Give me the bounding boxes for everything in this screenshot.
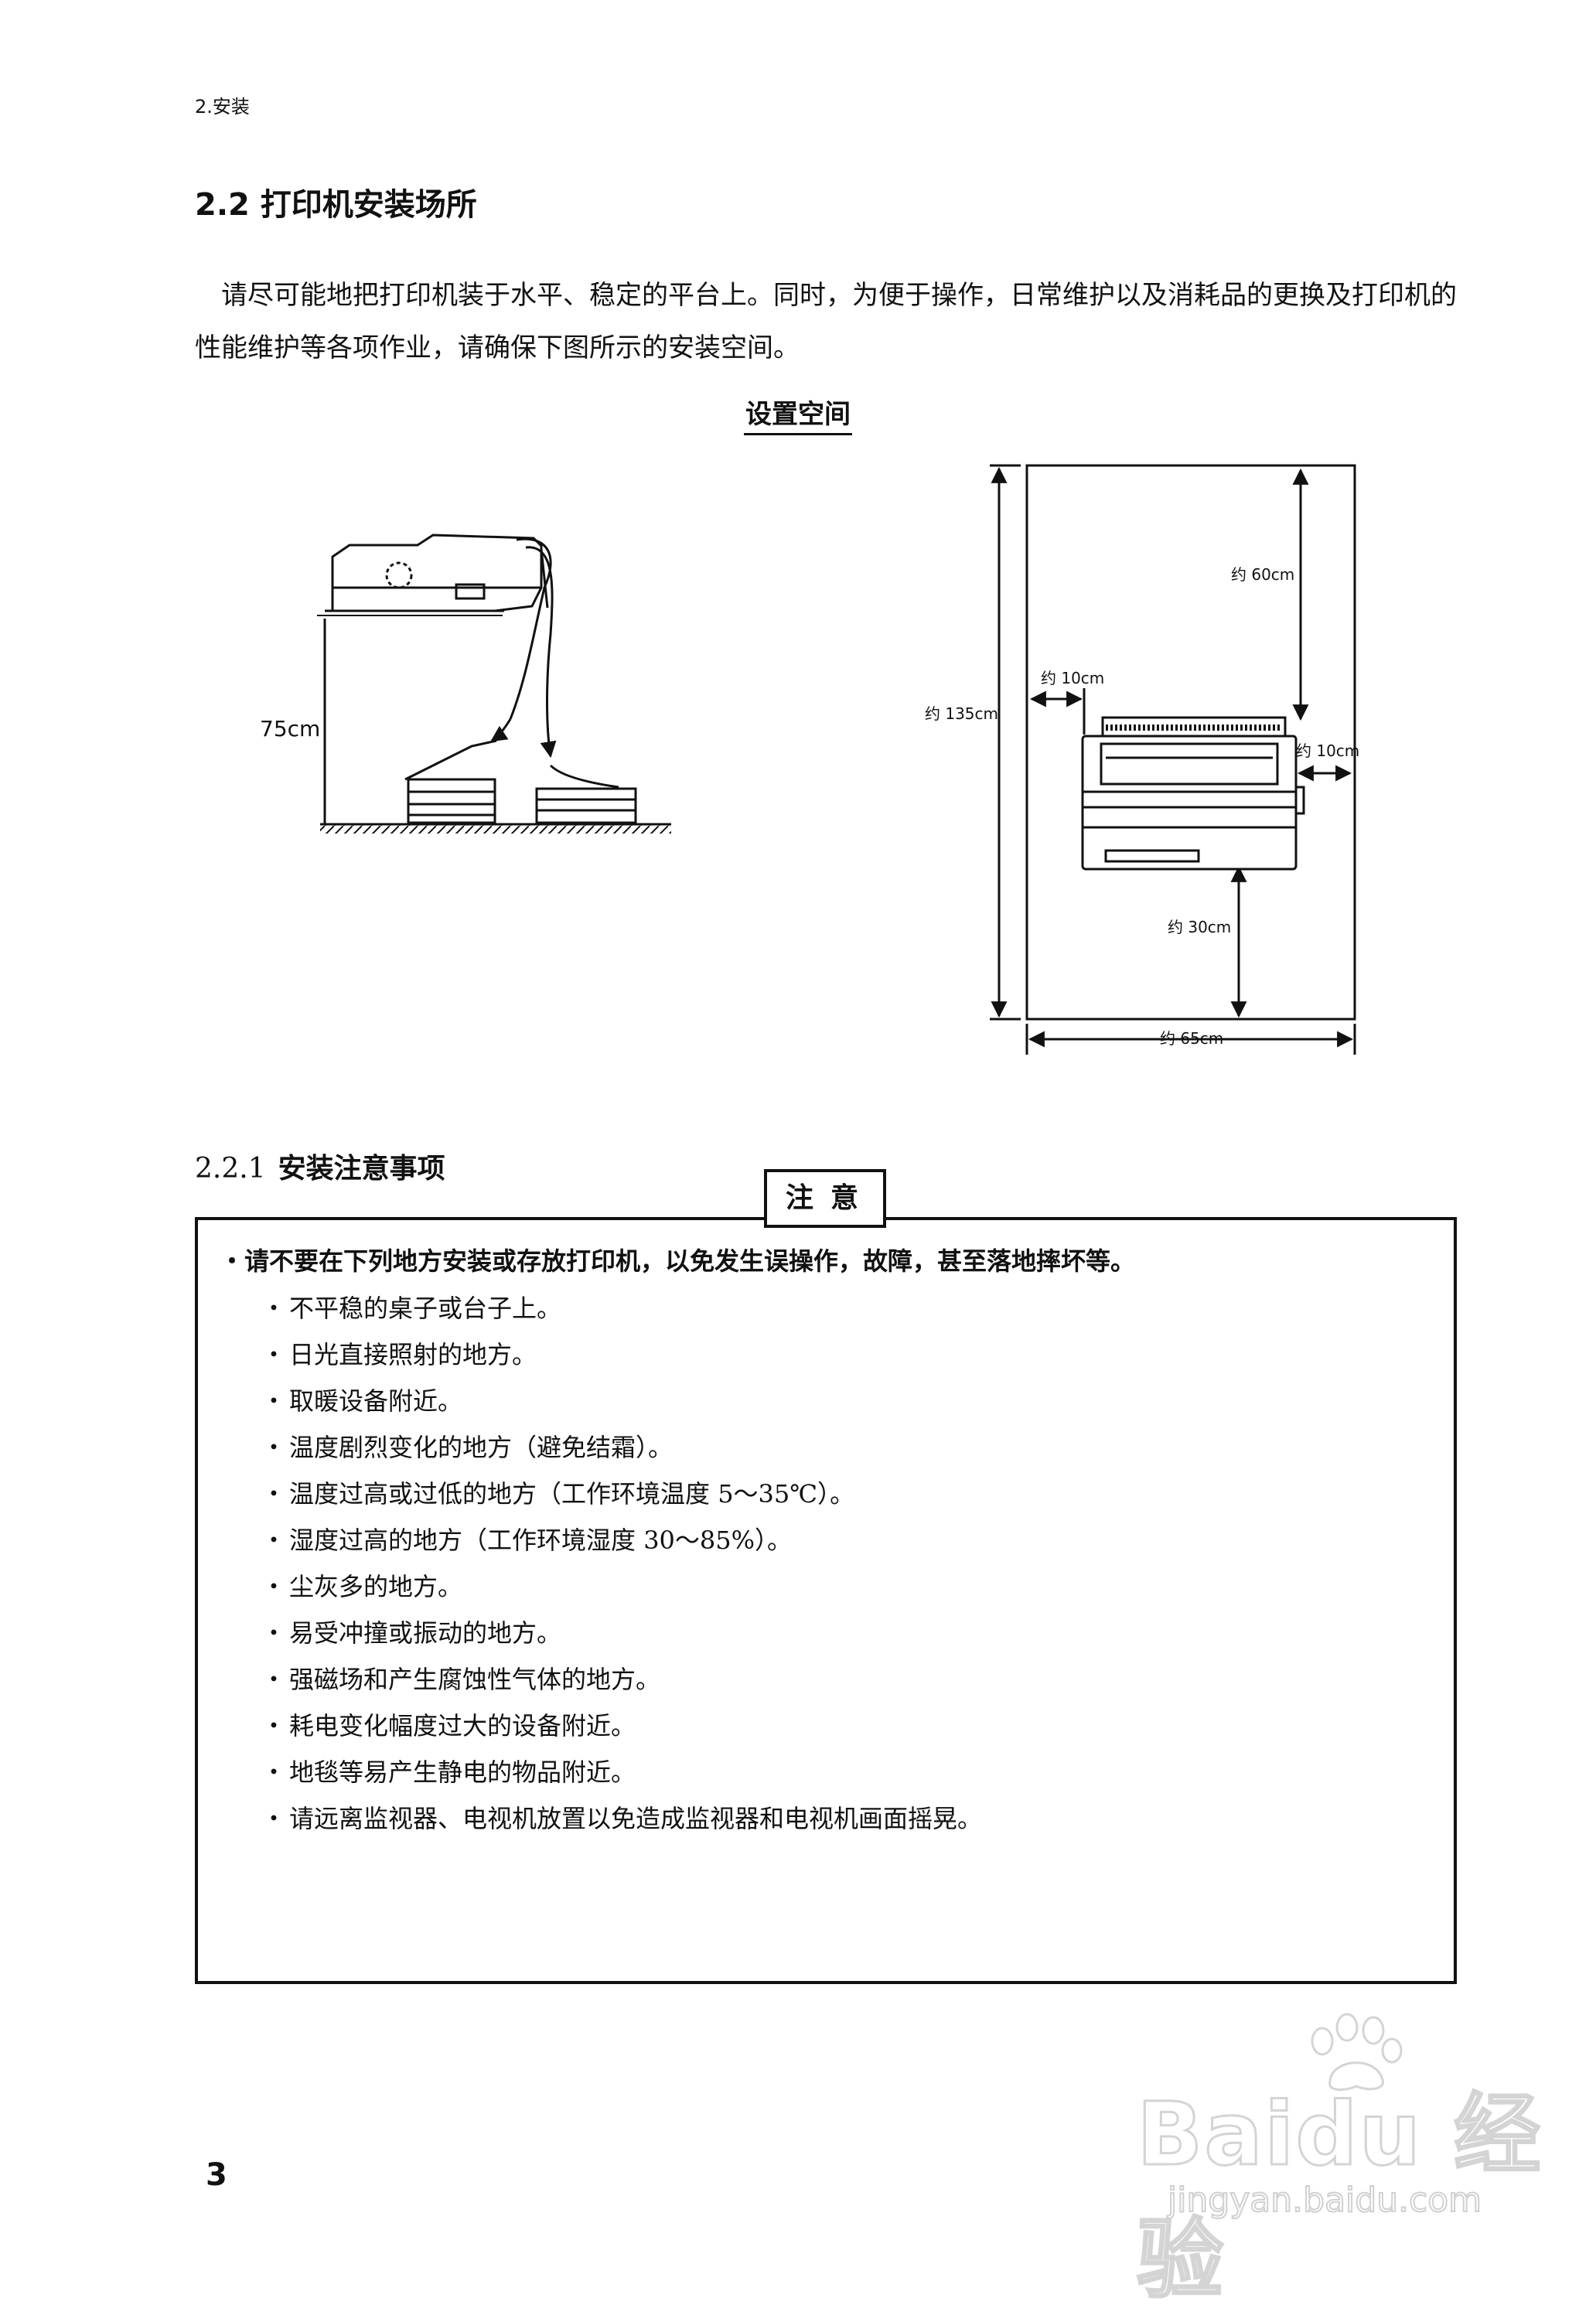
paper-stack-output (535, 787, 637, 824)
printer-body (331, 534, 543, 612)
baidu-watermark: Baidu 经验 jingyan.baidu.com (1136, 2010, 1570, 2312)
floor-hatch (320, 824, 671, 834)
installation-area (1025, 464, 1356, 1021)
notice-item: 温度剧烈变化的地方（避免结霜）。 (261, 1424, 982, 1471)
notice-item: 不平稳的桌子或台子上。 (261, 1285, 982, 1331)
paper-path-in (509, 537, 552, 720)
paper-output-sheet (549, 764, 619, 789)
notice-item: 地毯等易产生静电的物品附近。 (261, 1749, 982, 1795)
notice-item: 尘灰多的地方。 (261, 1563, 982, 1610)
printer-front (540, 548, 549, 609)
side-view-diagram: 75cm (260, 534, 671, 834)
paper-feed-sheet (404, 739, 497, 781)
printer-knob (1294, 786, 1305, 815)
right-clearance-label: 约 10cm (1296, 742, 1359, 760)
printer-top-view (1081, 716, 1305, 871)
notice-item: 日光直接照射的地方。 (261, 1331, 982, 1378)
total-depth-label: 约 135cm (925, 704, 998, 723)
running-header: 2.安装 (195, 96, 250, 118)
installation-space-figure: 75cm 约 135cm 约 65cm 约 60cm 约 10cm 约 10cm… (260, 464, 1359, 1055)
notice-item: 请远离监视器、电视机放置以免造成监视器和电视机画面摇晃。 (261, 1795, 982, 1842)
figure-title-text: 设置空间 (744, 399, 852, 435)
paw-icon (1311, 2013, 1403, 2091)
subsection-number: 2.2.1 (195, 1153, 266, 1185)
control-panel (455, 583, 486, 600)
notice-item: 易受冲撞或振动的地方。 (261, 1610, 982, 1656)
paper-feed-arrow (490, 718, 512, 742)
notice-item: 湿度过高的地方（工作环境湿度 30～85%）。 (261, 1517, 982, 1563)
left-clearance-label: 约 10cm (1041, 669, 1104, 687)
figure-title: 设置空间 (0, 393, 1596, 435)
intro-paragraph: 请尽可能地把打印机装于水平、稳定的平台上。同时，为便于操作，日常维护以及消耗品的… (195, 280, 1457, 363)
notice-item: 温度过高或过低的地方（工作环境温度 5～35℃）。 (261, 1471, 982, 1517)
printer-top-body (1081, 735, 1298, 871)
front-clearance-label: 约 30cm (1168, 918, 1231, 936)
section-title: 2.2 打印机安装场所 (195, 187, 477, 223)
paper-stack-source (407, 778, 496, 824)
notice-item: 取暖设备附近。 (261, 1378, 982, 1424)
subsection-title-text: 安装注意事项 (278, 1153, 445, 1185)
notice-item: 强磁场和产生腐蚀性气体的地方。 (261, 1656, 982, 1703)
paper-path-out (525, 546, 557, 759)
plan-view-diagram: 约 135cm 约 65cm 约 60cm 约 10cm 约 10cm 约 30… (925, 464, 1359, 1055)
notice-list: 不平稳的桌子或台子上。 日光直接照射的地方。 取暖设备附近。 温度剧烈变化的地方… (261, 1285, 982, 1842)
notice-label: 注意 (764, 1169, 886, 1228)
watermark-url: jingyan.baidu.com (1167, 2180, 1482, 2221)
notice-item: 耗电变化幅度过大的设备附近。 (261, 1703, 982, 1749)
top-clearance-label: 约 60cm (1231, 565, 1294, 584)
page-number: 3 (206, 2157, 227, 2193)
printer-top-slot (1104, 849, 1200, 863)
total-width-label: 约 65cm (1160, 1029, 1223, 1048)
side-height-label: 75cm (260, 716, 320, 742)
platen-knob (385, 561, 413, 589)
notice-lead: ・请不要在下列地方安装或存放打印机，以免发生误操作，故障，甚至落地摔坏等。 (220, 1246, 1136, 1276)
printer-top-cover (1100, 742, 1279, 786)
subsection-title: 2.2.1 安装注意事项 (195, 1146, 445, 1186)
